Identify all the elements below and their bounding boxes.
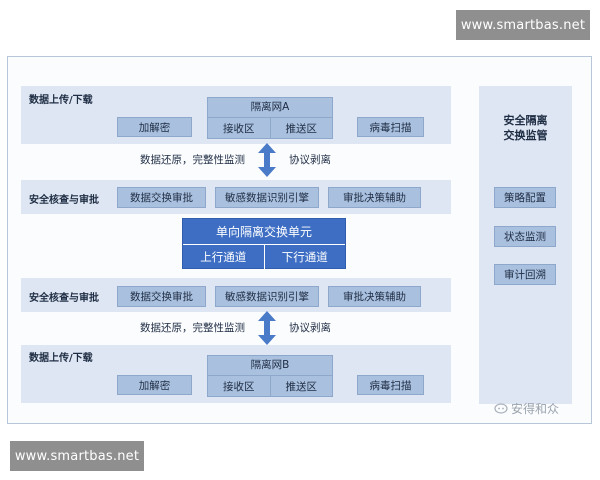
review-top-title: 安全核查与审批 [29,195,99,206]
anto-logo: 安得和众 [494,400,559,417]
logo-text: 安得和众 [511,402,560,416]
push-zone-b: 推送区 [270,375,332,397]
virus-scan-bottom-box: 病毒扫描 [357,375,424,395]
exchange-unit-title: 单向隔离交换单元 [215,225,312,239]
watermark-bottom: www.smartbas.net [10,441,144,471]
isolation-network-b-title: 隔离网B [250,359,290,371]
receive-zone-a: 接收区 [208,117,271,139]
bottom-protocol-strip-note: 协议剥离 [289,322,331,334]
push-zone-a: 推送区 [270,117,332,139]
top-double-arrow-icon [258,143,276,177]
downlink-channel: 下行通道 [264,244,345,269]
review-bottom-exchange-approval-box: 数据交换审批 [117,286,206,307]
monitor-panel-title-line2: 交换监管 [503,129,548,142]
encrypt-decrypt-top-box: 加解密 [117,117,192,137]
uplink-channel: 上行通道 [183,244,265,269]
bottom-data-restore-note: 数据还原，完整性监测 [140,322,245,334]
review-top-sensitive-engine-box: 敏感数据识别引擎 [215,187,319,208]
bottom-double-arrow-icon [258,311,276,345]
top-data-restore-note: 数据还原，完整性监测 [140,154,245,166]
isolation-network-b: 隔离网B 接收区 推送区 [207,355,333,397]
unidirectional-exchange-unit: 单向隔离交换单元 上行通道 下行通道 [182,218,346,269]
bottom-upload-download-title: 数据上传/下载 [29,353,93,364]
chat-bubble-icon [494,402,508,414]
review-bottom-decision-aid-box: 审批决策辅助 [328,286,421,307]
top-protocol-strip-note: 协议剥离 [289,154,331,166]
policy-config-box: 策略配置 [494,187,556,208]
status-monitoring-box: 状态监测 [494,226,556,247]
review-top-decision-aid-box: 审批决策辅助 [328,187,421,208]
monitor-panel-title-line1: 安全隔离 [503,114,548,127]
review-top-exchange-approval-box: 数据交换审批 [117,187,206,208]
isolation-network-a: 隔离网A 接收区 推送区 [207,97,333,139]
top-upload-download-title: 数据上传/下载 [29,95,93,106]
review-bottom-title: 安全核查与审批 [29,293,99,304]
virus-scan-top-box: 病毒扫描 [357,117,424,137]
review-bottom-sensitive-engine-box: 敏感数据识别引擎 [215,286,319,307]
encrypt-decrypt-bottom-box: 加解密 [117,375,192,395]
watermark-top: www.smartbas.net [456,10,590,40]
receive-zone-b: 接收区 [208,375,271,397]
audit-trace-box: 审计回溯 [494,264,556,285]
isolation-network-a-title: 隔离网A [250,101,290,113]
